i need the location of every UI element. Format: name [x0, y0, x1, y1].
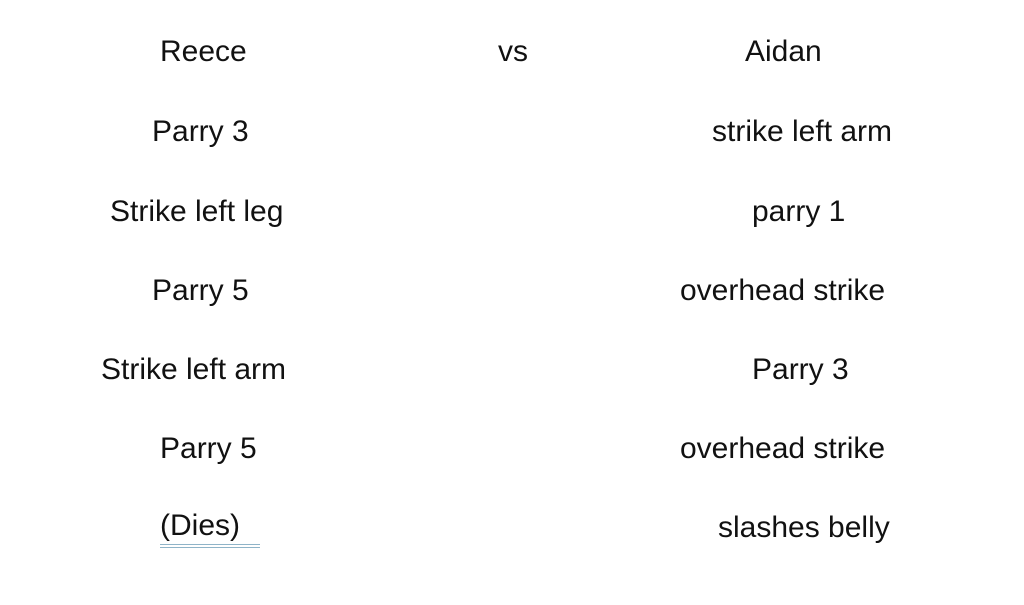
right-move: Parry 3 [752, 353, 849, 386]
right-move: slashes belly [718, 511, 890, 544]
player-right-name: Aidan [745, 35, 822, 68]
left-move: Parry 5 [160, 432, 257, 465]
left-move: Strike left leg [110, 195, 284, 228]
left-move: Parry 5 [152, 274, 249, 307]
player-left-name: Reece [160, 35, 247, 68]
right-move: overhead strike [680, 274, 886, 307]
right-move: parry 1 [752, 195, 846, 228]
versus-label: vs [498, 35, 528, 68]
right-move: strike left arm [712, 115, 893, 148]
left-move: Strike left arm [101, 353, 287, 386]
left-move-grammar-underlined: (Dies) [160, 508, 260, 548]
left-move: Parry 3 [152, 115, 249, 148]
right-move: overhead strike [680, 432, 886, 465]
